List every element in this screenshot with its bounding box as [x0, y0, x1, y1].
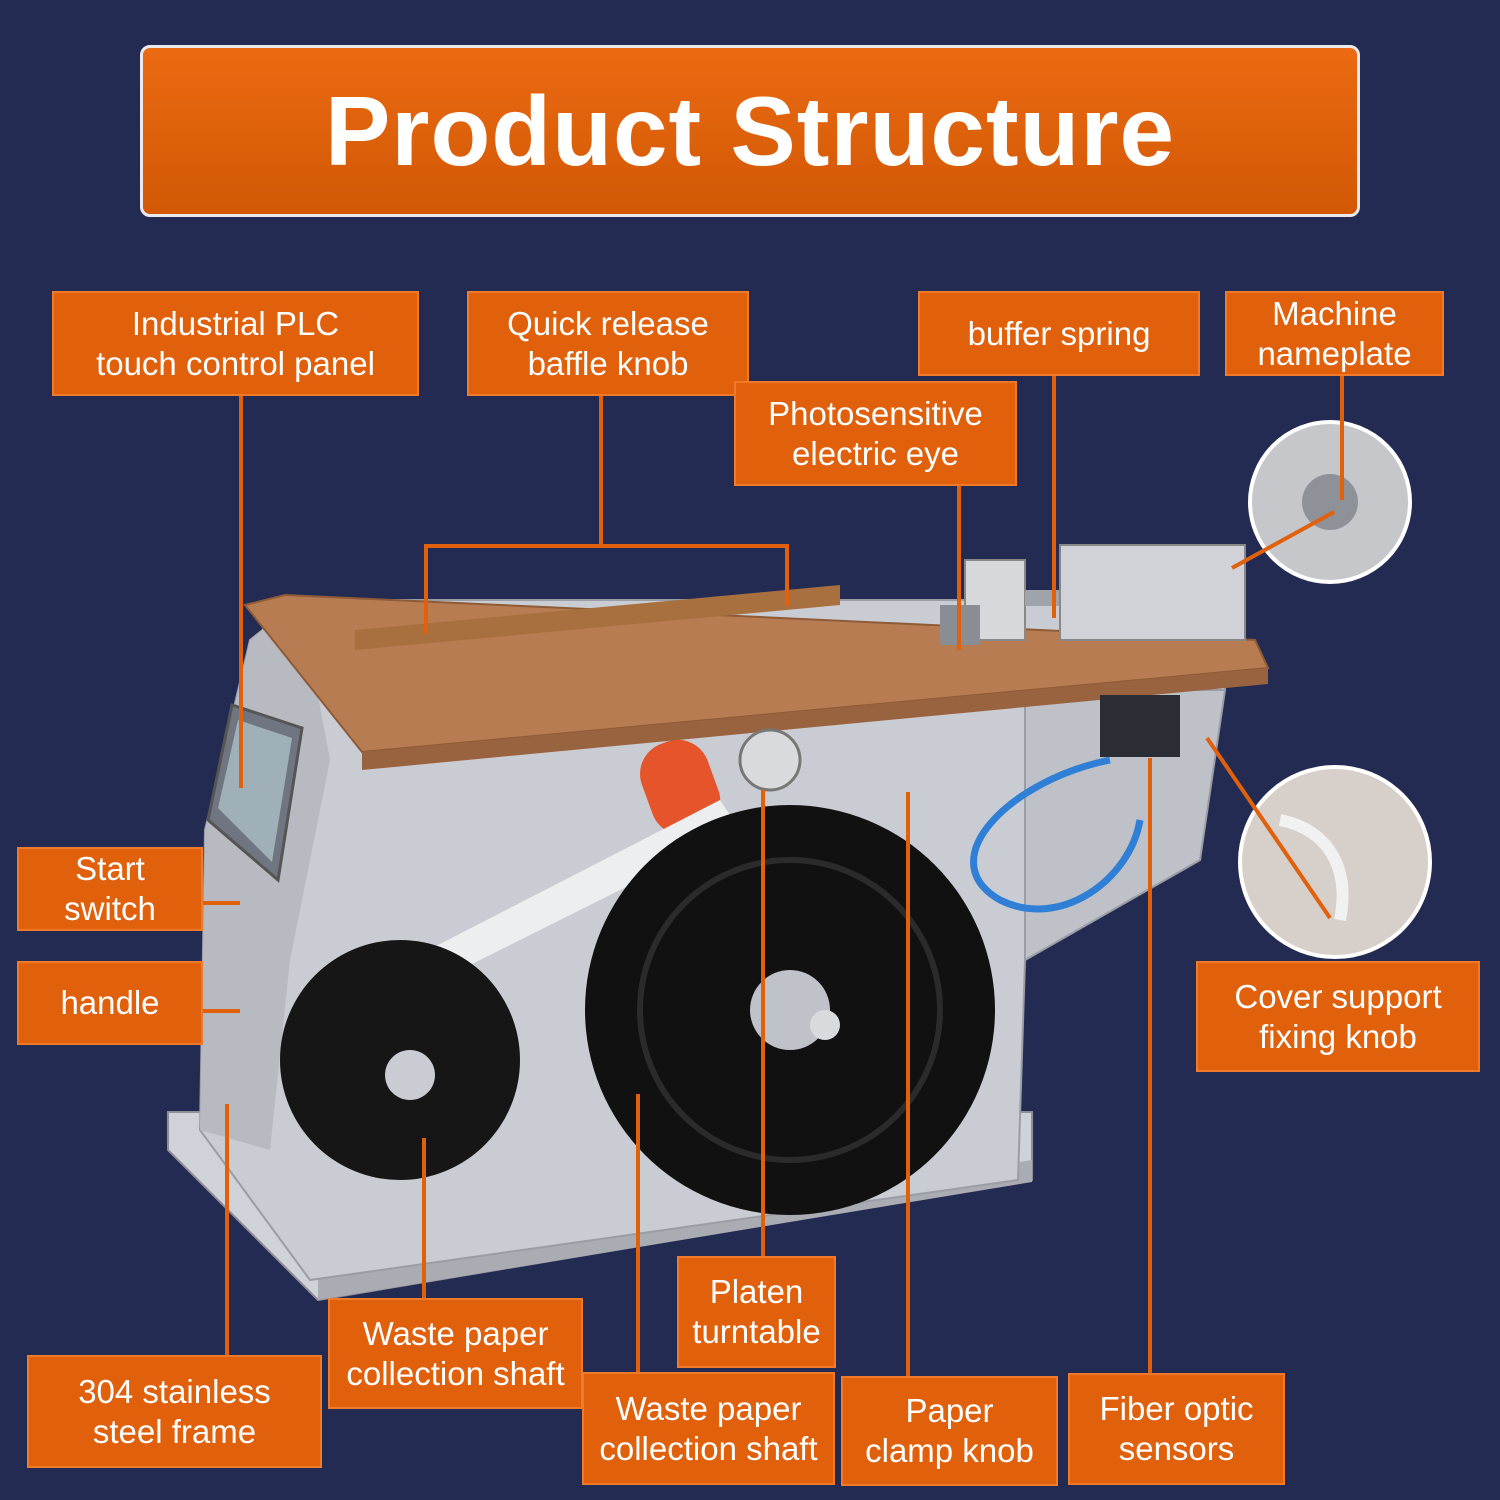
label-steel-frame-line-2: steel frame: [92, 1412, 257, 1450]
label-electric-eye: Photosensitive electric eye: [734, 381, 1017, 486]
label-start-switch-line-1: Start: [75, 850, 145, 887]
label-waste-shaft-2-line-1: Waste paper: [615, 1389, 802, 1427]
label-electric-eye-line-1: Photosensitive: [768, 394, 983, 432]
label-waste-shaft-1-line-2: collection shaft: [346, 1354, 565, 1392]
label-waste-shaft-1-line-1: Waste paper: [362, 1314, 549, 1352]
label-plc-panel-line-2: touch control panel: [96, 344, 375, 382]
label-clamp-knob-line-1: Paper: [905, 1392, 994, 1429]
label-baffle-knob-line-1: Quick release: [507, 304, 709, 342]
label-platen: Platen turntable: [677, 1256, 836, 1368]
label-buffer-spring-line-1: buffer spring: [967, 314, 1151, 352]
label-waste-shaft-2-line-2: collection shaft: [599, 1429, 818, 1467]
spring-block-right: [1059, 544, 1246, 641]
label-nameplate-line-2: nameplate: [1257, 334, 1412, 372]
label-start-switch-line-2: switch: [64, 890, 156, 927]
label-buffer-spring: buffer spring: [918, 291, 1200, 376]
label-waste-shaft-1: Waste paper collection shaft: [328, 1298, 583, 1409]
label-cover-knob-line-1: Cover support: [1234, 977, 1442, 1015]
blue-tube: [970, 756, 1144, 913]
nameplate-inset-detail: [1302, 474, 1358, 530]
label-clamp-knob-line-2: clamp knob: [865, 1432, 1034, 1469]
label-nameplate-line-1: Machine: [1272, 294, 1397, 332]
page-title: Product Structure: [324, 75, 1176, 186]
label-platen-line-1: Platen: [709, 1273, 804, 1310]
leader-baffle-bracket: [424, 544, 789, 634]
label-start-switch: Start switch: [17, 847, 203, 931]
label-plc-panel: Industrial PLC touch control panel: [52, 291, 419, 396]
label-fiber-sensors: Fiber optic sensors: [1068, 1373, 1285, 1485]
label-handle-line-1: handle: [60, 984, 160, 1021]
title-banner: Product Structure: [140, 45, 1360, 217]
label-waste-shaft-2: Waste paper collection shaft: [582, 1372, 835, 1485]
label-nameplate: Machine nameplate: [1225, 291, 1444, 376]
small-reel-hub: [385, 1050, 435, 1100]
label-baffle-knob: Quick release baffle knob: [467, 291, 749, 396]
label-fiber-sensors-line-1: Fiber optic: [1099, 1390, 1254, 1427]
label-baffle-knob-line-2: baffle knob: [527, 344, 689, 382]
label-clamp-knob: Paper clamp knob: [841, 1376, 1058, 1486]
fiber-sensor-box: [1100, 695, 1180, 757]
label-plc-panel-line-1: Industrial PLC: [131, 304, 340, 342]
label-electric-eye-line-2: electric eye: [792, 434, 959, 472]
big-reel-ring: [637, 857, 943, 1163]
label-fiber-sensors-line-2: sensors: [1118, 1430, 1235, 1467]
baffle-plate: [355, 585, 840, 650]
label-cover-knob: Cover support fixing knob: [1196, 961, 1480, 1072]
label-steel-frame-line-1: 304 stainless: [78, 1372, 271, 1410]
leader-cover-knob: [1205, 736, 1332, 920]
platen-hub: [738, 728, 802, 792]
cover-knob-inset-detail: [1278, 814, 1349, 922]
label-steel-frame: 304 stainless steel frame: [27, 1355, 322, 1468]
leader-nameplate-2: [1231, 510, 1335, 570]
big-reel-shaft: [810, 1010, 840, 1040]
label-web: [370, 800, 740, 1005]
label-handle: handle: [17, 961, 203, 1045]
table-edge: [362, 668, 1268, 770]
big-reel-hub: [750, 970, 830, 1050]
touch-screen: [218, 720, 292, 862]
label-cover-knob-line-2: fixing knob: [1259, 1017, 1417, 1055]
label-platen-line-2: turntable: [692, 1313, 821, 1350]
